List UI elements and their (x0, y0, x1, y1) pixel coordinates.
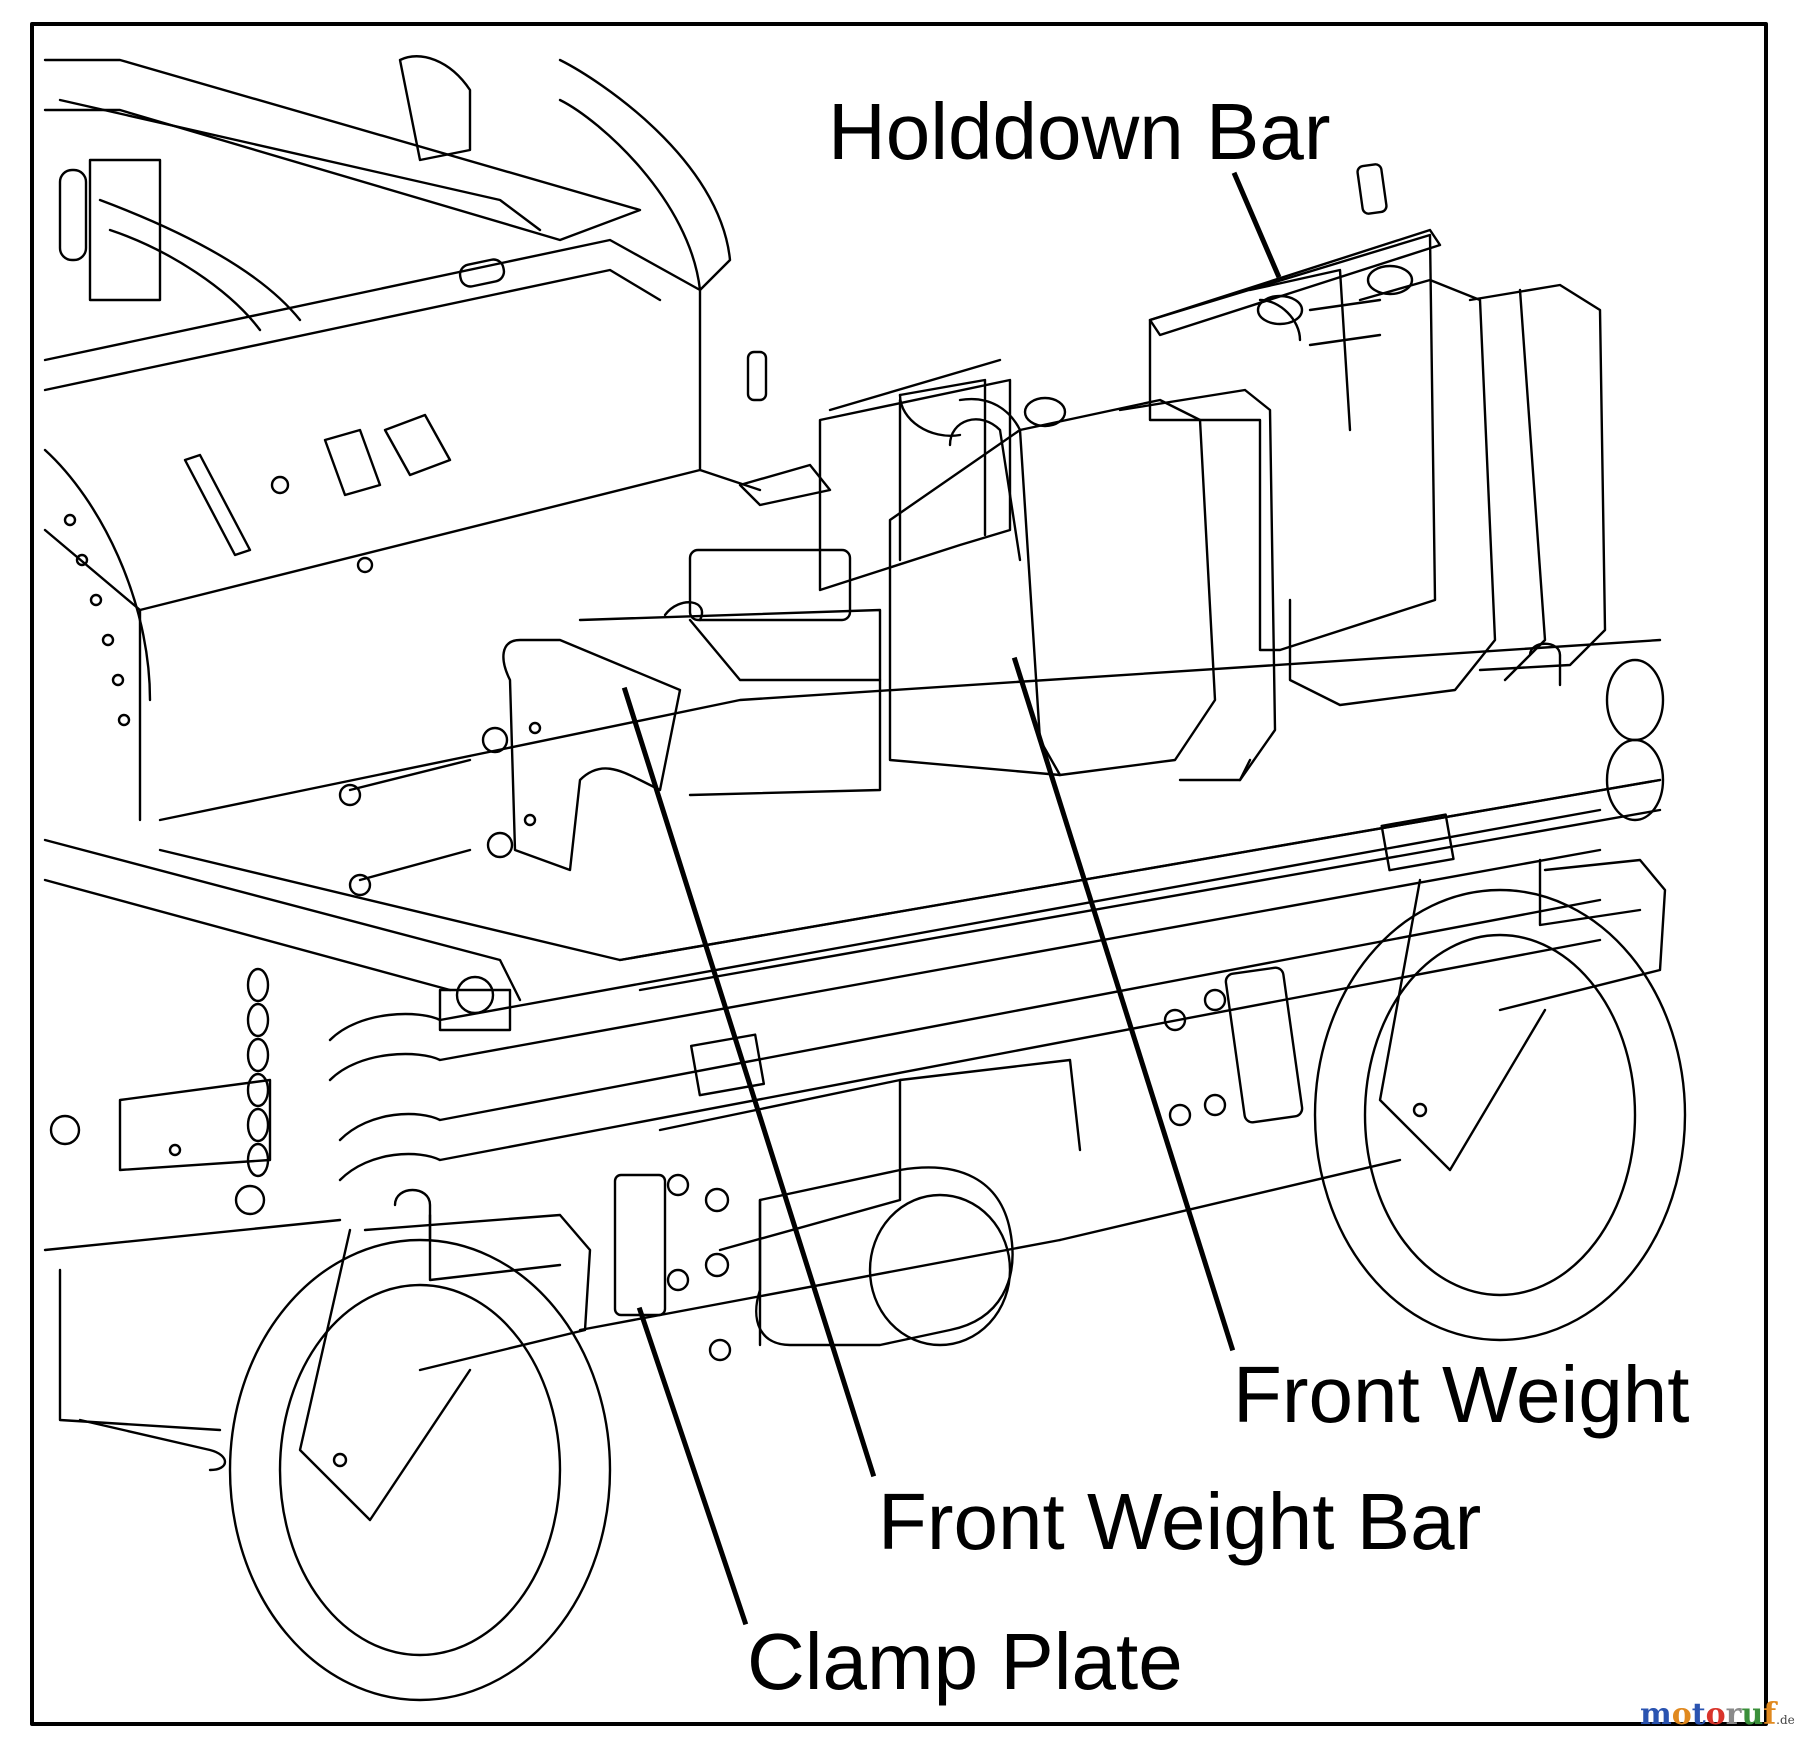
watermark-letter: f (1763, 1697, 1777, 1732)
label-holddown-bar: Holddown Bar (828, 87, 1331, 176)
diagram-frame (30, 22, 1768, 1726)
watermark-logo: motoruf.de (1640, 1697, 1795, 1732)
mower-body (43, 55, 768, 822)
watermark-letter: r (1725, 1697, 1742, 1732)
front-weight-stack-2 (1148, 233, 1607, 707)
label-front-weight: Front Weight (1233, 1350, 1690, 1439)
leader-holddown-bar (1231, 171, 1282, 279)
watermark-letter: o (1671, 1697, 1692, 1732)
watermark-letters: motoruf (1640, 1697, 1776, 1732)
watermark-letter: m (1640, 1697, 1672, 1732)
leader-lines (621, 171, 1282, 1626)
clamp-plate-shape (43, 966, 1402, 1472)
watermark-letter: u (1741, 1697, 1764, 1732)
label-clamp-plate: Clamp Plate (747, 1617, 1183, 1706)
leader-clamp-plate (636, 1306, 749, 1626)
holddown-bar-shape (738, 163, 1442, 507)
front-weight-bar-shape (338, 548, 882, 897)
right-caster-wheel (1313, 642, 1687, 1342)
watermark-letter: t (1691, 1697, 1706, 1732)
leader-front-weight (1011, 656, 1236, 1352)
front-platform (43, 638, 1665, 1182)
leader-front-weight-bar (621, 686, 877, 1478)
label-front-weight-bar: Front Weight Bar (878, 1477, 1482, 1566)
watermark-suffix: .de (1776, 1713, 1795, 1727)
front-weight-stack-1 (818, 378, 1277, 782)
safety-chain (49, 967, 272, 1216)
watermark-letter: o (1705, 1697, 1726, 1732)
left-caster-wheel (228, 1188, 612, 1702)
